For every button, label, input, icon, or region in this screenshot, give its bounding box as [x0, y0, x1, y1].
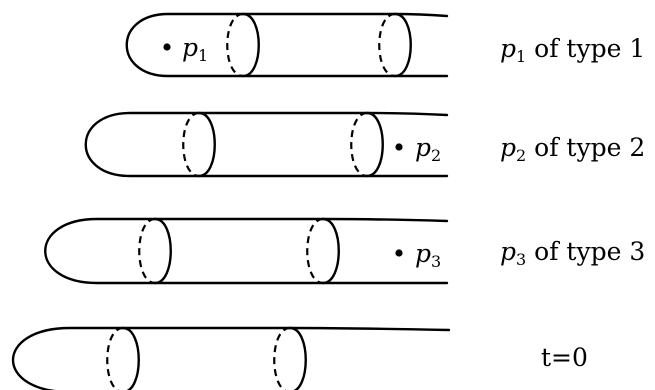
- caption-4: t=0: [541, 343, 588, 372]
- tube-1-outline: [125, 12, 449, 78]
- tube-4-front-seam-right: [288, 326, 307, 390]
- tube-1-front-seam-right: [393, 12, 412, 78]
- tube-4-front-seam-left: [121, 326, 140, 390]
- tube-3-outline: [44, 217, 449, 285]
- tube-3-back-seam-right: [306, 217, 324, 285]
- tube-4-outline: [12, 326, 451, 390]
- caption-1: p1 of type 1: [500, 34, 645, 66]
- tube-3-front-seam-left: [153, 217, 172, 285]
- tube-4-back-seam-right: [273, 326, 291, 390]
- tube-3-back-seam-left: [138, 217, 156, 285]
- caption-3: p3 of type 3: [500, 237, 645, 269]
- tube-2-outline: [84, 111, 449, 178]
- tube-4: [12, 326, 451, 390]
- point-dot-2: [395, 143, 403, 151]
- tube-1-back-seam-right: [378, 12, 396, 78]
- point-dot-1: [163, 43, 171, 51]
- tube-4-back-seam-left: [106, 326, 124, 390]
- tube-2-front-seam-right: [365, 111, 384, 178]
- tube-2: p2: [84, 111, 449, 178]
- tube-3-front-seam-right: [321, 217, 340, 285]
- tube-2-back-seam-left: [182, 111, 200, 178]
- tube-2-front-seam-left: [197, 111, 216, 178]
- point-label-1: p1: [182, 33, 208, 65]
- point-label-2: p2: [415, 133, 441, 165]
- caption-2: p2 of type 2: [500, 133, 645, 165]
- point-dot-3: [395, 249, 403, 257]
- tube-2-back-seam-right: [350, 111, 368, 178]
- point-label-3: p3: [415, 239, 441, 271]
- tube-1-back-seam-left: [226, 12, 244, 78]
- tube-3: p3: [44, 217, 449, 285]
- tube-1-front-seam-left: [241, 12, 260, 78]
- tube-1: p1: [125, 12, 449, 78]
